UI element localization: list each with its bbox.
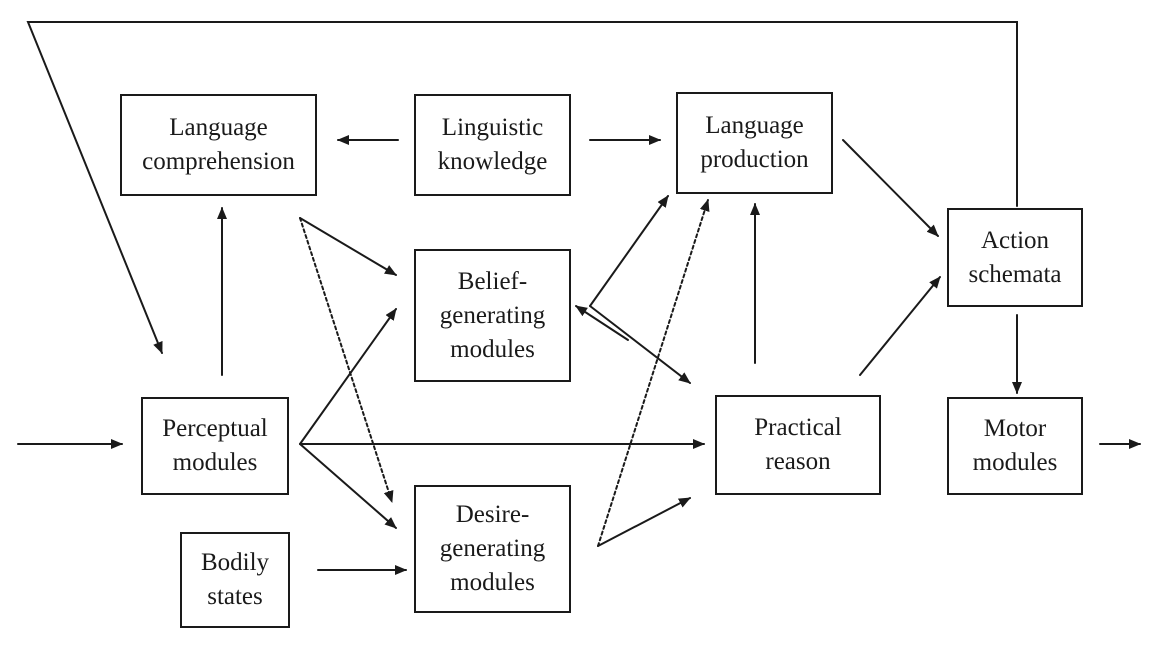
edge-comprehension-to-belief [299, 217, 397, 276]
motor-modules-box: Motor modules [947, 397, 1083, 495]
edge-comprehension-to-desire [299, 217, 394, 503]
node-label-line: modules [172, 449, 258, 476]
node-label-line: states [207, 583, 263, 610]
node-label-line: schemata [968, 260, 1062, 288]
language-comprehension-box: Language comprehension [120, 94, 317, 196]
node-label-line: Perceptual [162, 415, 268, 442]
node-label-line: modules [450, 569, 535, 596]
edge-perceptual-to-belief [299, 308, 397, 445]
node-label-line: comprehension [142, 148, 295, 175]
edge-practical-to-action [859, 276, 941, 376]
node-label-line: Language [705, 112, 804, 139]
action-schemata-box: Action schemata [947, 208, 1083, 307]
edge-production-to-action [842, 139, 939, 237]
node-label-line: reason [765, 448, 831, 475]
edge-practical-to-belief [575, 305, 629, 341]
language-production-box: Language production [676, 92, 833, 194]
edge-perceptual-to-desire [299, 443, 397, 529]
edge-desire-to-production [597, 199, 710, 547]
linguistic-knowledge-box: Linguistic knowledge [414, 94, 571, 196]
node-label-line: generating [439, 301, 546, 329]
desire-generating-modules-box: Desire- generating modules [414, 485, 571, 613]
perceptual-modules-box: Perceptual modules [141, 397, 289, 495]
node-label-line: Belief- [457, 267, 528, 295]
edge-belief-to-practical [589, 305, 691, 384]
node-label-line: Linguistic [441, 114, 544, 141]
practical-reason-box: Practical reason [715, 395, 881, 495]
node-label-line: production [700, 146, 809, 173]
node-label-line: Motor [983, 415, 1047, 442]
bodily-states-box: Bodily states [180, 532, 290, 628]
edge-belief-to-production [589, 195, 669, 307]
node-label-line: Language [169, 114, 268, 141]
node-label-line: modules [450, 335, 535, 363]
node-label-line: knowledge [437, 148, 548, 175]
node-label-line: Action [980, 226, 1050, 254]
node-label-line: generating [439, 535, 546, 562]
edge-feedback-loop [26, 21, 1018, 354]
edge-desire-to-practical [597, 497, 691, 547]
node-label-line: Desire- [455, 501, 530, 528]
node-label-line: Bodily [200, 549, 270, 576]
belief-generating-modules-box: Belief- generating modules [414, 249, 571, 382]
node-label-line: Practical [754, 414, 842, 441]
node-label-line: modules [972, 449, 1058, 476]
